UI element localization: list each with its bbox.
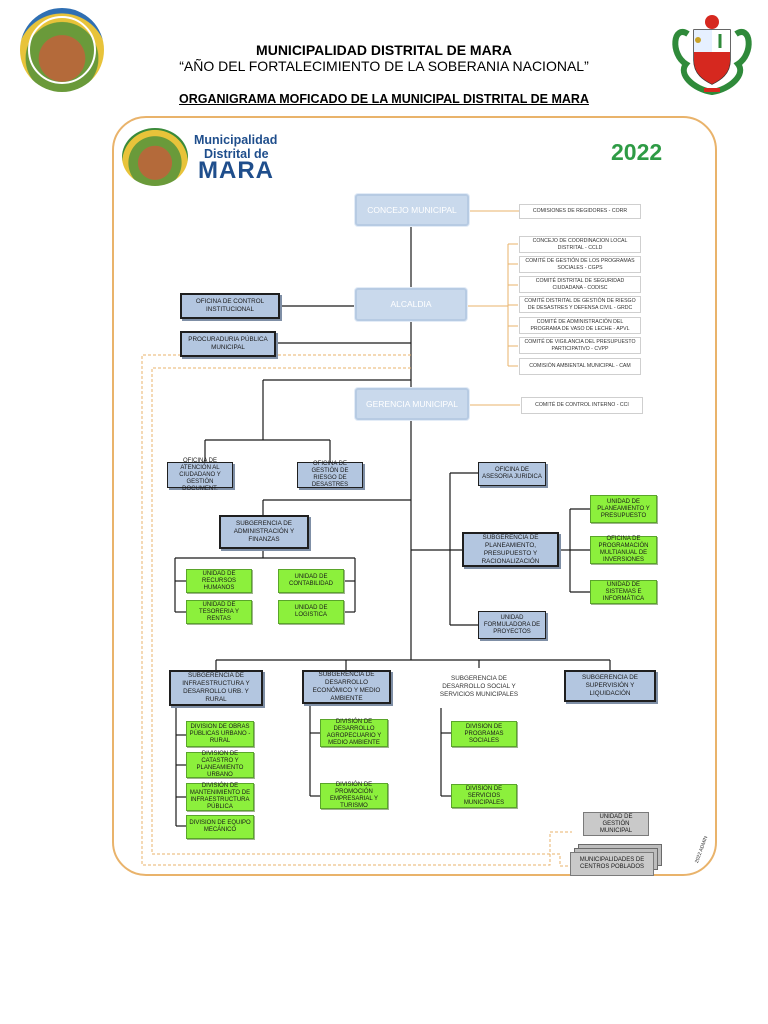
oficina-control-institucional: OFICINA DE CONTROL INSTITUCIONAL: [180, 293, 280, 319]
inner-logo-icon: [122, 128, 188, 186]
apvl-box: COMITÉ DE ADMINISTRACIÓN DEL PROGRAMA DE…: [519, 317, 641, 334]
oficina-asesoria-juridica: OFICINA DE ASESORIA JURIDICA: [478, 462, 546, 486]
division-mantenimiento: DIVISIÓN DE MANTENIMIENTO DE INFRAESTRUC…: [186, 783, 254, 811]
chart-title: ORGANIGRAMA MOFICADO DE LA MUNICIPAL DIS…: [179, 92, 589, 106]
division-equipo-mecanico: DIVISION DE EQUIPO MECÁNICO: [186, 815, 254, 839]
division-agropecuario: DIVISIÓN DE DESARROLLO AGROPECUARIO Y ME…: [320, 719, 388, 747]
grd-box: COMITÉ DISTRITAL DE GESTIÓN DE RIESGO DE…: [519, 296, 641, 313]
header-motto: “AÑO DEL FORTALECIMIENTO DE LA SOBERANIA…: [179, 58, 589, 74]
oficina-atencion-ciudadano: OFICINA DE ATENCIÓN AL CIUDADANO Y GESTI…: [167, 458, 233, 492]
unidad-formuladora: UNIDAD FORMULADORA DE PROYECTOS: [478, 611, 546, 639]
subgerencia-administracion: SUBGERENCIA DE ADMINISTRACIÓN Y FINANZAS: [219, 515, 309, 549]
cam-box: COMISIÓN AMBIENTAL MUNICIPAL - CAM: [519, 358, 641, 375]
unidad-contabilidad: UNIDAD DE CONTABILIDAD: [278, 569, 344, 593]
year-label: 2022: [611, 139, 663, 165]
gerencia-municipal: GERENCIA MUNICIPAL: [355, 388, 469, 420]
cgps-box: COMITÉ DE GESTIÓN DE LOS PROGRAMAS SOCIA…: [519, 256, 641, 273]
oficina-programacion-multianual: OFICINA DE PROGRAMACIÓN MULTIANUAL DE IN…: [590, 536, 657, 564]
unidad-sistemas: UNIDAD DE SISTEMAS E INFORMÁTICA: [590, 580, 657, 604]
oficina-gestion-riesgo: OFICINA DE GESTIÓN DE RIESGO DE DESASTRE…: [297, 461, 363, 488]
municipality-logo: [20, 8, 104, 92]
subgerencia-desarrollo-social: SUBGERENCIA DE DESARROLLO SOCIAL Y SERVI…: [431, 670, 527, 704]
cclld-box: CONCEJO DE COORDINACION LOCAL DISTRITAL …: [519, 236, 641, 253]
peru-coat-of-arms-icon: [672, 15, 752, 96]
division-catastro: DIVISION DE CATASTRO Y PLANEAMIENTO URBA…: [186, 751, 254, 778]
organigram-frame: [112, 116, 717, 876]
codisec-box: COMITÉ DISTRITAL DE SEGURIDAD CIUDADANA …: [519, 276, 641, 293]
subgerencia-infraestructura: SUBGERENCIA DE INFRAESTRUCTURA Y DESARRO…: [169, 670, 263, 706]
subgerencia-desarrollo-economico: SUBGERENCIA DE DESARROLLO ECONÓMICO Y ME…: [302, 670, 391, 704]
unidad-recursos-humanos: UNIDAD DE RECURSOS HUMANOS: [186, 569, 252, 593]
subgerencia-supervision: SUBGERENCIA DE SUPERVISIÓN Y LIQUIDACIÓN: [564, 670, 656, 702]
brand-line2: Distrital de: [204, 147, 269, 161]
cvpp-box: COMITÉ DE VIGILANCIA DEL PRESUPUESTO PAR…: [519, 337, 641, 354]
unidad-tesoreria: UNIDAD DE TESORERIA Y RENTAS: [186, 600, 252, 624]
unidad-gestion-municipal: UNIDAD DE GESTIÓN MUNICIPAL: [583, 812, 649, 836]
concejo-municipal: CONCEJO MUNICIPAL: [355, 194, 469, 226]
division-programas-sociales: DIVISION DE PROGRAMAS SOCIALES: [451, 721, 517, 747]
division-servicios-municipales: DIVISION DE SERVICIOS MUNICIPALES: [451, 784, 517, 808]
alcaldia: ALCALDIA: [355, 288, 467, 321]
cci-box: COMITÉ DE CONTROL INTERNO - CCI: [521, 397, 643, 414]
division-obras-publicas: DIVISION DE OBRAS PÚBLICAS URBANO - RURA…: [186, 721, 254, 747]
unidad-planeamiento-presupuesto: UNIDAD DE PLANEAMIENTO Y PRESUPUESTO: [590, 495, 657, 523]
brand-line3: MARA: [198, 157, 274, 184]
brand-line1: Municipalidad: [194, 133, 278, 147]
municipalidades-centros-poblados: MUNICIPALIDADES DE CENTROS POBLADOS: [570, 852, 654, 876]
procuraduria-publica: PROCURADURIA PÚBLICA MUNICIPAL: [180, 331, 276, 357]
division-turismo: DIVISIÓN DE PROMOCIÓN EMPRESARIAL Y TURI…: [320, 782, 388, 809]
comisiones-regidores: COMISIONES DE REGIDORES - CORR: [519, 204, 641, 219]
header-title: MUNICIPALIDAD DISTRITAL DE MARA: [256, 42, 512, 58]
unidad-logistica: UNIDAD DE LOGISTICA: [278, 600, 344, 624]
subgerencia-planeamiento: SUBGERENCIA DE PLANEAMIENTO, PRESUPUESTO…: [462, 532, 559, 567]
